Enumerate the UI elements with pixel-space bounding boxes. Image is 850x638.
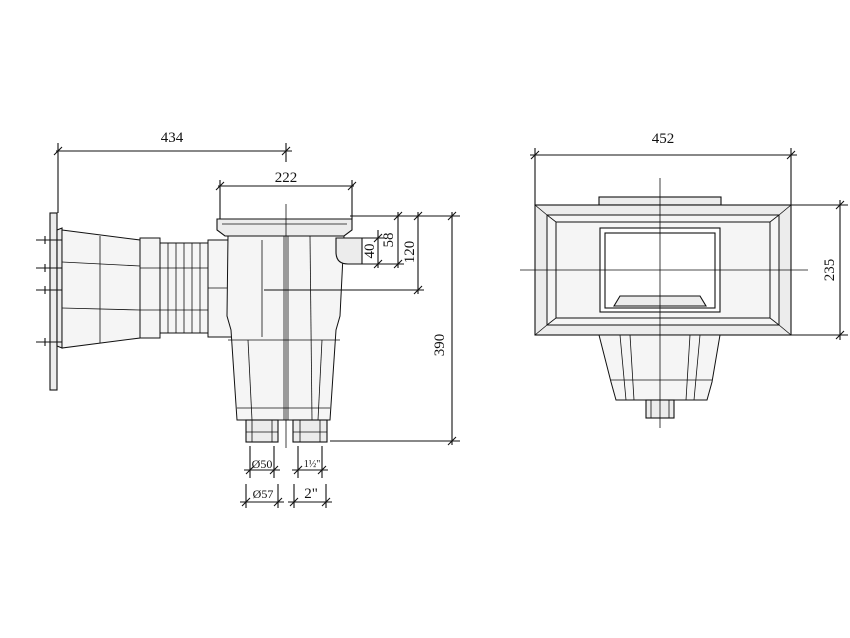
- dim-40: 40: [362, 230, 384, 269]
- dim-pipe-inner-label: Ø50: [252, 457, 273, 471]
- dim-pipe-outer-label: Ø57: [253, 487, 274, 501]
- dim-120: 120: [264, 211, 424, 295]
- dim-434: 434: [53, 130, 292, 213]
- dim-58-label: 58: [381, 233, 397, 248]
- dim-235: 235: [791, 200, 848, 340]
- dim-pipe-inner: Ø50: [244, 446, 280, 478]
- dim-235-label: 235: [822, 259, 838, 282]
- dim-390: 390: [330, 211, 460, 446]
- deck-lid: [216, 218, 353, 237]
- dim-40-label: 40: [362, 244, 378, 259]
- dim-thread-label: 2": [304, 486, 318, 502]
- basket-body: [226, 235, 345, 421]
- dim-452: 452: [530, 131, 797, 205]
- screw-lines: [36, 236, 62, 346]
- dim-120-label: 120: [402, 241, 418, 264]
- side-outlet: [335, 237, 363, 265]
- dim-390-label: 390: [432, 334, 448, 357]
- dim-452-label: 452: [652, 131, 675, 147]
- side-view: 434 222 390 120: [36, 130, 460, 508]
- dim-222: 222: [215, 170, 357, 219]
- body-neck: [139, 237, 161, 339]
- dim-58: 58: [362, 211, 404, 269]
- dim-thread-small: 1½": [292, 446, 328, 478]
- dim-thread-small-label: 1½": [304, 459, 321, 470]
- dim-thread: 2": [288, 484, 332, 508]
- bottom-outlets: [245, 419, 328, 443]
- front-lower-body: [598, 334, 721, 401]
- dim-pipe-outer: Ø57: [240, 484, 284, 508]
- tapered-mouth: [61, 229, 141, 349]
- mouth-collar: [56, 227, 63, 349]
- dim-222-label: 222: [275, 170, 298, 186]
- front-view: 452 235: [520, 131, 848, 428]
- dim-434-label: 434: [161, 130, 184, 146]
- ribbed-section: [159, 242, 209, 334]
